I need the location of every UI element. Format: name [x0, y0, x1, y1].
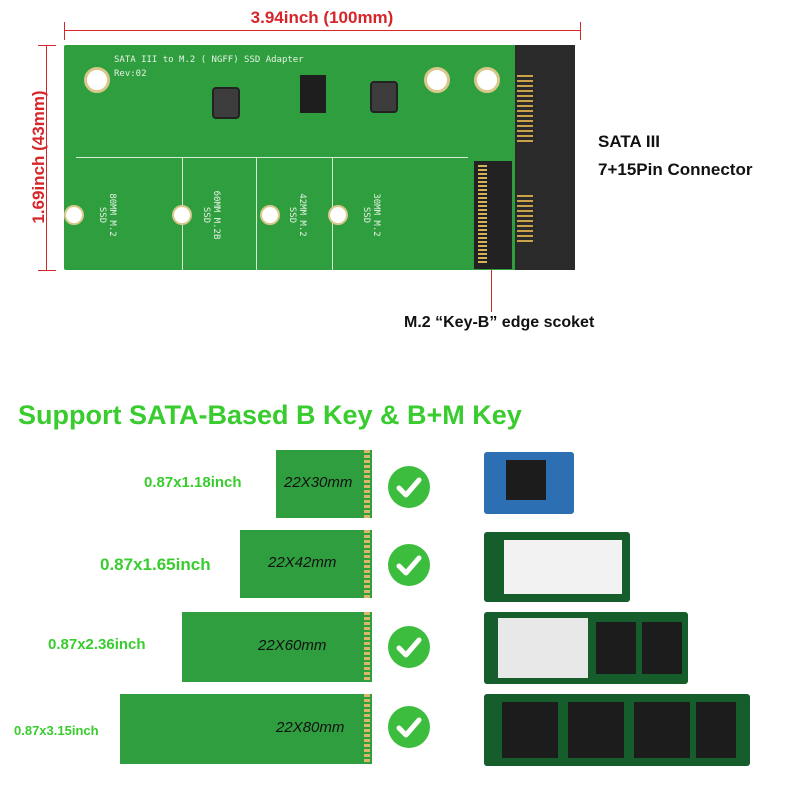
regulator-chip [300, 75, 326, 113]
ssd-card-42mm: 22X42mm [240, 530, 372, 598]
height-dimension-tick-top [38, 45, 56, 46]
ssd-photo-80mm [484, 694, 750, 766]
mount-hole [172, 205, 192, 225]
sata-callout: SATA III [598, 132, 661, 151]
silkscreen-line [76, 157, 468, 158]
ssd-chip [568, 702, 624, 758]
ssd-size-label: 22X60mm [258, 637, 327, 654]
ssd-chip [596, 622, 636, 674]
m2-callout-leader [491, 270, 492, 312]
m2-callout: M.2 “Key-B” edge scoket [404, 314, 595, 331]
sata-data-pins [517, 195, 533, 245]
width-dimension-tick-left [64, 22, 65, 40]
board-title: SATA III to M.2 ( NGFF) SSD Adapter [114, 55, 304, 65]
ssd-card-80mm: 22X80mm [120, 694, 372, 764]
ssd-edge-contacts [364, 450, 370, 518]
ssd-photo-42mm [484, 532, 630, 602]
ssd-chip [642, 622, 682, 674]
sata-power-pins [517, 75, 533, 145]
height-dimension-label: 1.69inch (43mm) [29, 90, 48, 224]
ssd-photo-30mm [484, 452, 574, 514]
mount-hole [328, 205, 348, 225]
check-icon [388, 706, 430, 748]
check-icon [388, 544, 430, 586]
length-marking-80mm: 80MM M.2 SSD [97, 193, 117, 237]
length-marking-30mm: 30MM M.2 SSD [361, 193, 381, 237]
check-icon [388, 466, 430, 508]
ssd-dimension-label: 0.87x3.15inch [14, 723, 99, 738]
ssd-edge-contacts [364, 612, 370, 682]
sata-callout-sub: 7+15Pin Connector [598, 160, 753, 179]
ssd-size-label: 22X30mm [284, 474, 353, 491]
ssd-edge-contacts [364, 694, 370, 764]
ssd-label-sticker [504, 540, 622, 594]
width-dimension-label: 3.94inch (100mm) [250, 8, 394, 27]
m2-edge-socket [474, 161, 512, 269]
m2-socket-pins [478, 165, 487, 265]
silkscreen-line [256, 157, 257, 270]
mount-hole [260, 205, 280, 225]
length-marking-42mm: 42MM M.2 SSD [287, 193, 307, 237]
width-dimension-line [64, 30, 580, 31]
capacitor [370, 81, 398, 113]
width-dimension-tick-right [580, 22, 581, 40]
mount-hole [474, 67, 500, 93]
board-rev: Rev:02 [114, 69, 147, 79]
length-marking-60mm: 60MM M.2B SSD [201, 190, 221, 240]
mount-hole [424, 67, 450, 93]
ssd-chip [502, 702, 558, 758]
ssd-label-sticker [498, 618, 588, 678]
ssd-card-60mm: 22X60mm [182, 612, 372, 682]
ssd-chip [506, 460, 546, 500]
ssd-size-label: 22X80mm [276, 719, 345, 736]
ssd-chip [634, 702, 690, 758]
ssd-dimension-label: 0.87x1.18inch [144, 474, 242, 491]
adapter-board: SATA III to M.2 ( NGFF) SSD Adapter Rev:… [64, 45, 516, 270]
ssd-dimension-label: 0.87x2.36inch [48, 636, 146, 653]
ssd-edge-contacts [364, 530, 370, 598]
ssd-chip [696, 702, 736, 758]
height-dimension-line [46, 45, 47, 270]
mount-hole [84, 67, 110, 93]
mount-hole [64, 205, 84, 225]
height-dimension-tick-bottom [38, 270, 56, 271]
support-headline: Support SATA-Based B Key & B+M Key [18, 400, 522, 430]
ssd-dimension-label: 0.87x1.65inch [100, 555, 211, 574]
check-icon [388, 626, 430, 668]
ssd-card-30mm: 22X30mm [276, 450, 372, 518]
sata-connector [515, 45, 575, 270]
capacitor [212, 87, 240, 119]
ssd-size-label: 22X42mm [268, 554, 337, 571]
ssd-photo-60mm [484, 612, 688, 684]
